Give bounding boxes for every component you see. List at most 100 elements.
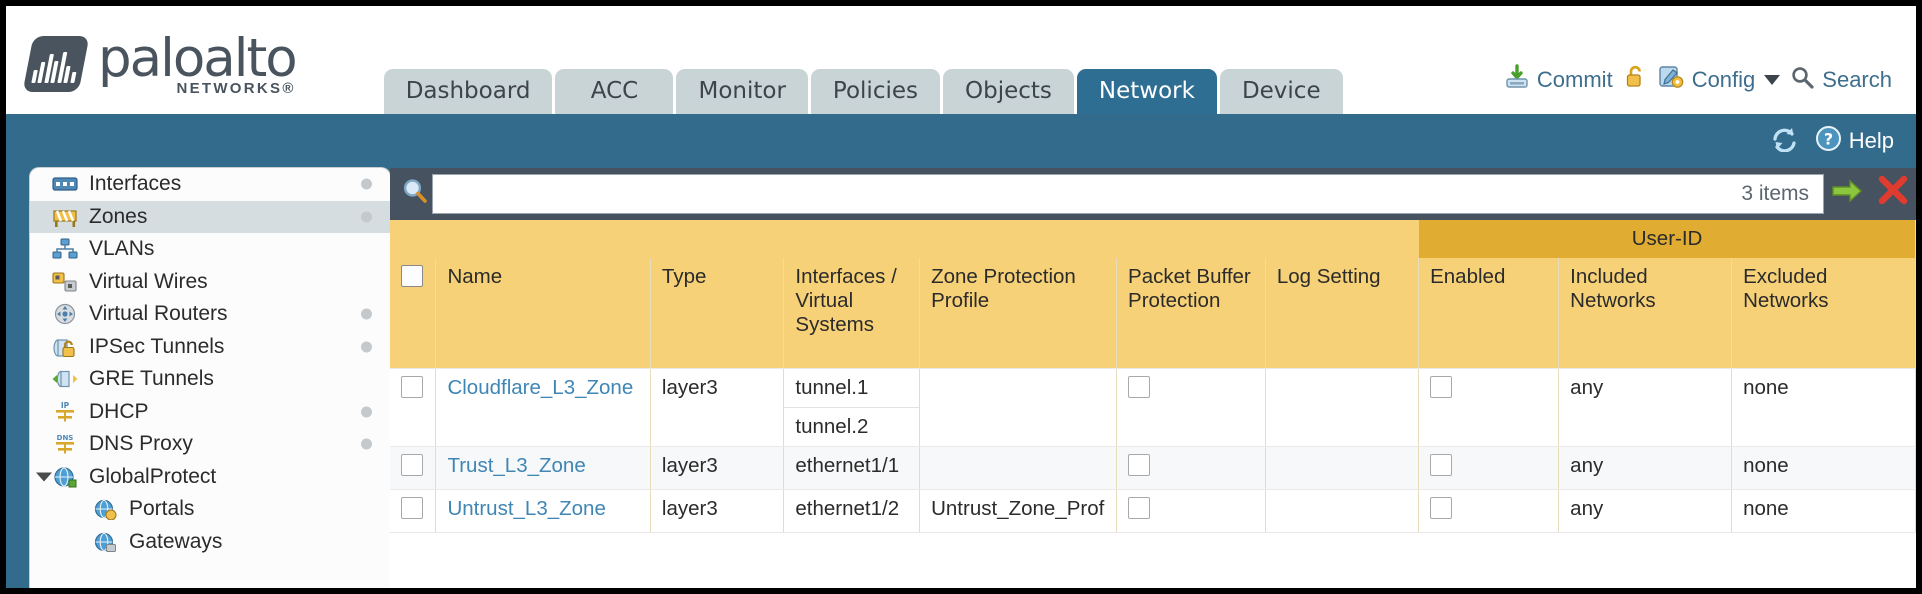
column-header-name[interactable]: Name [435, 258, 651, 369]
status-dot [361, 178, 372, 190]
table-row[interactable]: Trust_L3_Zone layer3 ethernet1/1 [390, 446, 1916, 490]
search-button[interactable]: Search [1790, 65, 1892, 96]
cell-type: layer3 [650, 446, 785, 490]
sidebar-item-virtual-wires[interactable]: Virtual Wires [30, 266, 390, 299]
cell-packet-buffer-protection [1116, 446, 1266, 490]
cell-type: layer3 [650, 368, 785, 447]
column-header-interfaces[interactable]: Interfaces / Virtual Systems [783, 258, 921, 369]
group-header-spacer [390, 220, 1420, 258]
sidebar-item-portals[interactable]: Portals [30, 493, 390, 526]
sidebar-item-dhcp[interactable]: IP DHCP [30, 396, 390, 429]
search-label: Search [1822, 67, 1892, 92]
search-input[interactable]: 3 items [432, 174, 1824, 214]
filter-search-icon[interactable] [398, 176, 432, 213]
sidebar-item-gre-tunnels[interactable]: GRE Tunnels [30, 363, 390, 396]
tab-device[interactable]: Device [1219, 69, 1343, 114]
sidebar-item-globalprotect[interactable]: GlobalProtect [30, 461, 390, 494]
zone-name-link[interactable]: Cloudflare_L3_Zone [447, 375, 634, 399]
config-label: Config [1691, 67, 1756, 92]
svg-text:IP: IP [61, 401, 70, 410]
commit-button[interactable]: Commit [1504, 64, 1613, 96]
column-header-packet-buffer-protection[interactable]: Packet Buffer Protection [1116, 258, 1266, 369]
clear-x-icon[interactable] [1870, 175, 1916, 213]
tab-policies[interactable]: Policies [810, 69, 940, 114]
help-button[interactable]: ? Help [1815, 125, 1894, 158]
column-header-log-setting[interactable]: Log Setting [1265, 258, 1420, 369]
tab-monitor[interactable]: Monitor [676, 69, 808, 114]
userid-enabled-checkbox[interactable] [1430, 453, 1453, 476]
dns-proxy-icon: DNS [52, 433, 78, 455]
interfaces-icon [52, 173, 78, 195]
sidebar-item-vlans[interactable]: VLANs [30, 233, 390, 266]
sidebar-item-label: Virtual Wires [89, 269, 208, 293]
sidebar-item-gateways[interactable]: Gateways [30, 526, 390, 559]
table-row[interactable]: Untrust_L3_Zone layer3 ethernet1/2 Untru… [390, 489, 1916, 533]
sidebar-item-virtual-routers[interactable]: Virtual Routers [30, 298, 390, 331]
svg-text:?: ? [1824, 129, 1833, 148]
ipsec-tunnels-icon [52, 336, 78, 358]
config-menu[interactable]: Config [1658, 64, 1781, 96]
table-row[interactable]: Cloudflare_L3_Zone layer3 tunnel.1 tunne… [390, 368, 1916, 447]
packet-buffer-protection-checkbox[interactable] [1128, 375, 1151, 398]
help-question-icon: ? [1815, 125, 1842, 158]
tab-acc[interactable]: ACC [555, 69, 674, 114]
brand-subtitle: NETWORKS® [176, 80, 296, 97]
userid-enabled-checkbox[interactable] [1430, 496, 1453, 519]
select-all-checkbox[interactable] [401, 265, 423, 287]
column-header-excluded-networks[interactable]: Excluded Networks [1731, 258, 1916, 369]
table-header-row: Name Type Interfaces / Virtual Systems Z… [390, 258, 1916, 369]
packet-buffer-protection-checkbox[interactable] [1128, 453, 1151, 476]
sidebar-item-label: IPSec Tunnels [89, 334, 225, 358]
column-header-userid-enabled[interactable]: Enabled [1418, 258, 1560, 369]
cell-zone-protection-profile [919, 368, 1118, 447]
column-header-type[interactable]: Type [650, 258, 785, 369]
interface-entry: tunnel.1 [784, 369, 920, 408]
zone-name-link[interactable]: Trust_L3_Zone [447, 453, 586, 477]
item-count-label: 3 items [1741, 182, 1809, 205]
sidebar-item-label: Zones [89, 204, 148, 228]
padlock-icon[interactable] [1623, 64, 1648, 96]
tab-objects[interactable]: Objects [943, 69, 1074, 114]
column-header-zone-protection-profile[interactable]: Zone Protection Profile [919, 258, 1118, 369]
packet-buffer-protection-checkbox[interactable] [1128, 496, 1151, 519]
cell-userid-enabled [1418, 489, 1560, 533]
column-header-included-networks[interactable]: Included Networks [1558, 258, 1733, 369]
status-dot [361, 341, 372, 353]
cell-included-networks: any [1558, 368, 1733, 447]
sidebar-item-ipsec-tunnels[interactable]: IPSec Tunnels [30, 331, 390, 364]
sidebar-item-dns-proxy[interactable]: DNS DNS Proxy [30, 428, 390, 461]
apply-arrow-icon[interactable] [1824, 178, 1870, 211]
row-checkbox[interactable] [401, 375, 423, 398]
cell-name: Untrust_L3_Zone [435, 489, 651, 533]
paloalto-logo-icon [22, 36, 90, 92]
expander-triangle-icon[interactable] [36, 472, 52, 482]
cell-interfaces: ethernet1/2 [783, 489, 921, 533]
sidebar-item-interfaces[interactable]: Interfaces [30, 168, 390, 201]
row-select-cell [390, 446, 437, 490]
virtual-routers-icon [52, 303, 78, 325]
zone-name-link[interactable]: Untrust_L3_Zone [447, 496, 606, 520]
row-checkbox[interactable] [401, 496, 423, 519]
refresh-icon[interactable] [1770, 125, 1799, 157]
globalprotect-icon [52, 466, 78, 488]
sidebar-item-zones[interactable]: Zones [30, 200, 390, 233]
tab-network[interactable]: Network [1076, 69, 1217, 114]
zones-table: User-ID Name Type Interfaces / Virtual S… [390, 220, 1916, 533]
userid-enabled-checkbox[interactable] [1430, 375, 1453, 398]
gateways-icon [92, 531, 118, 553]
table-body: Cloudflare_L3_Zone layer3 tunnel.1 tunne… [390, 368, 1916, 533]
cell-type: layer3 [650, 489, 785, 533]
help-label: Help [1848, 128, 1894, 153]
tab-dashboard[interactable]: Dashboard [383, 69, 553, 114]
cell-zone-protection-profile: Untrust_Zone_Prof [919, 489, 1118, 533]
header-actions: Commit Config [1504, 64, 1892, 96]
app-window: paloalto NETWORKS® Dashboard ACC Monitor… [6, 6, 1916, 588]
select-all-header [390, 258, 437, 369]
zones-table-container: User-ID Name Type Interfaces / Virtual S… [390, 220, 1916, 588]
commit-label: Commit [1536, 67, 1613, 92]
portals-icon [92, 498, 118, 521]
row-checkbox[interactable] [401, 453, 423, 476]
sidebar-item-label: GlobalProtect [89, 464, 217, 488]
main-content: 3 items [390, 168, 1916, 588]
cell-excluded-networks: none [1731, 446, 1916, 490]
